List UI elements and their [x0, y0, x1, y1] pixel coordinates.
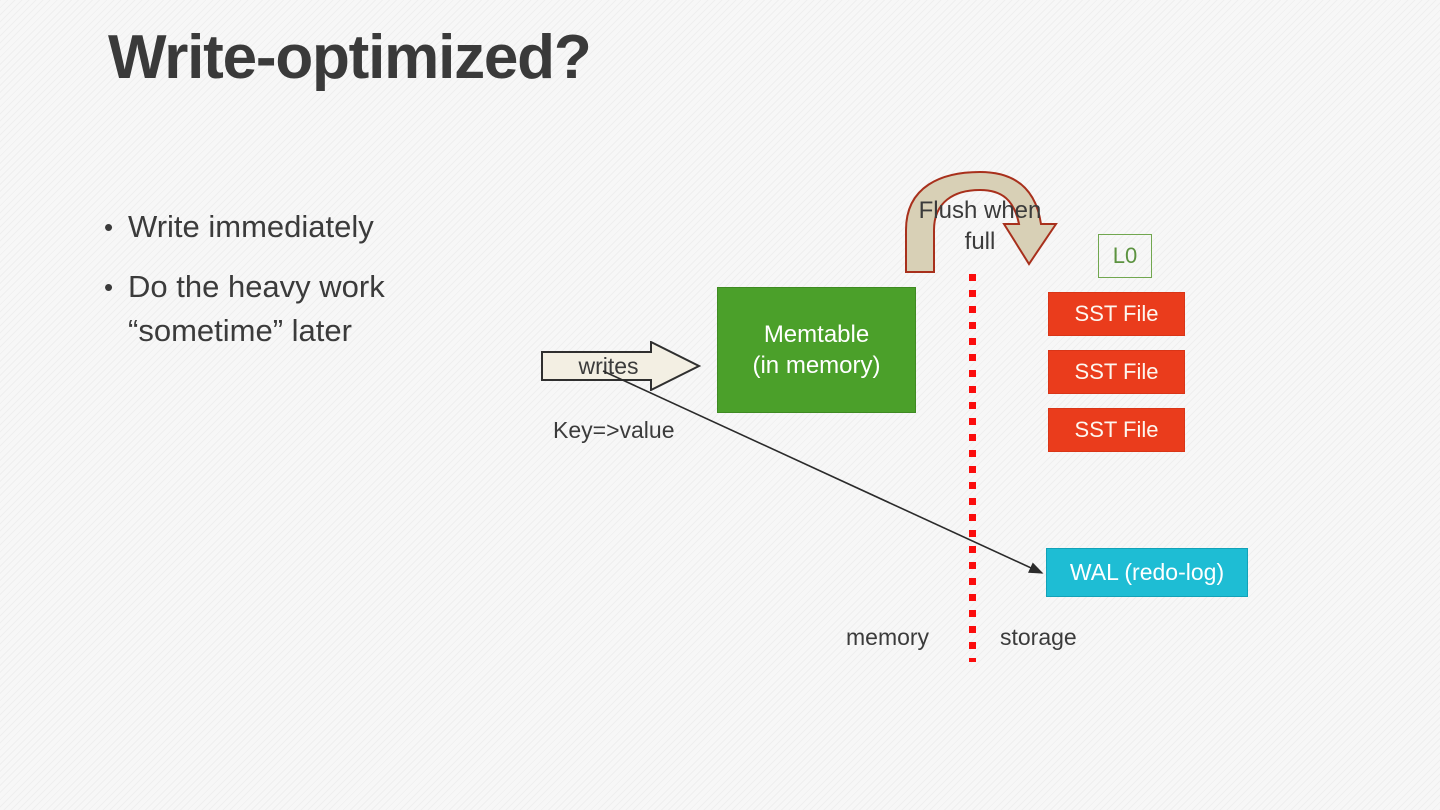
bullet-list: • Write immediately • Do the heavy work …	[104, 205, 504, 369]
memory-storage-divider	[969, 274, 976, 662]
memtable-line-1: Memtable	[763, 321, 870, 348]
sst-file-box: SST File	[1048, 350, 1185, 394]
sst-file-box: SST File	[1048, 292, 1185, 336]
list-item: • Do the heavy work “sometime” later	[104, 265, 504, 353]
memtable-line-2: (in memory)	[752, 352, 881, 379]
memory-label: memory	[846, 624, 930, 650]
bullet-marker-icon: •	[104, 272, 114, 302]
writes-to-wal-arrow-icon	[602, 370, 1044, 574]
flush-curved-arrow-icon	[905, 170, 1058, 273]
memtable-box: Memtable (in memory)	[717, 287, 916, 413]
bullet-marker-icon: •	[104, 212, 114, 242]
key-value-label: Key=>value	[553, 417, 675, 443]
sst-file-box: SST File	[1048, 408, 1185, 452]
level-l0-box: L0	[1098, 234, 1152, 278]
page-title: Write-optimized?	[108, 23, 592, 92]
bullet-text: Write immediately	[128, 209, 374, 244]
wal-box: WAL (redo-log)	[1046, 548, 1248, 597]
list-item: • Write immediately	[104, 205, 504, 249]
writes-arrow-icon	[541, 341, 701, 391]
storage-label: storage	[1000, 624, 1077, 650]
bullet-text: Do the heavy work “sometime” later	[128, 269, 385, 348]
